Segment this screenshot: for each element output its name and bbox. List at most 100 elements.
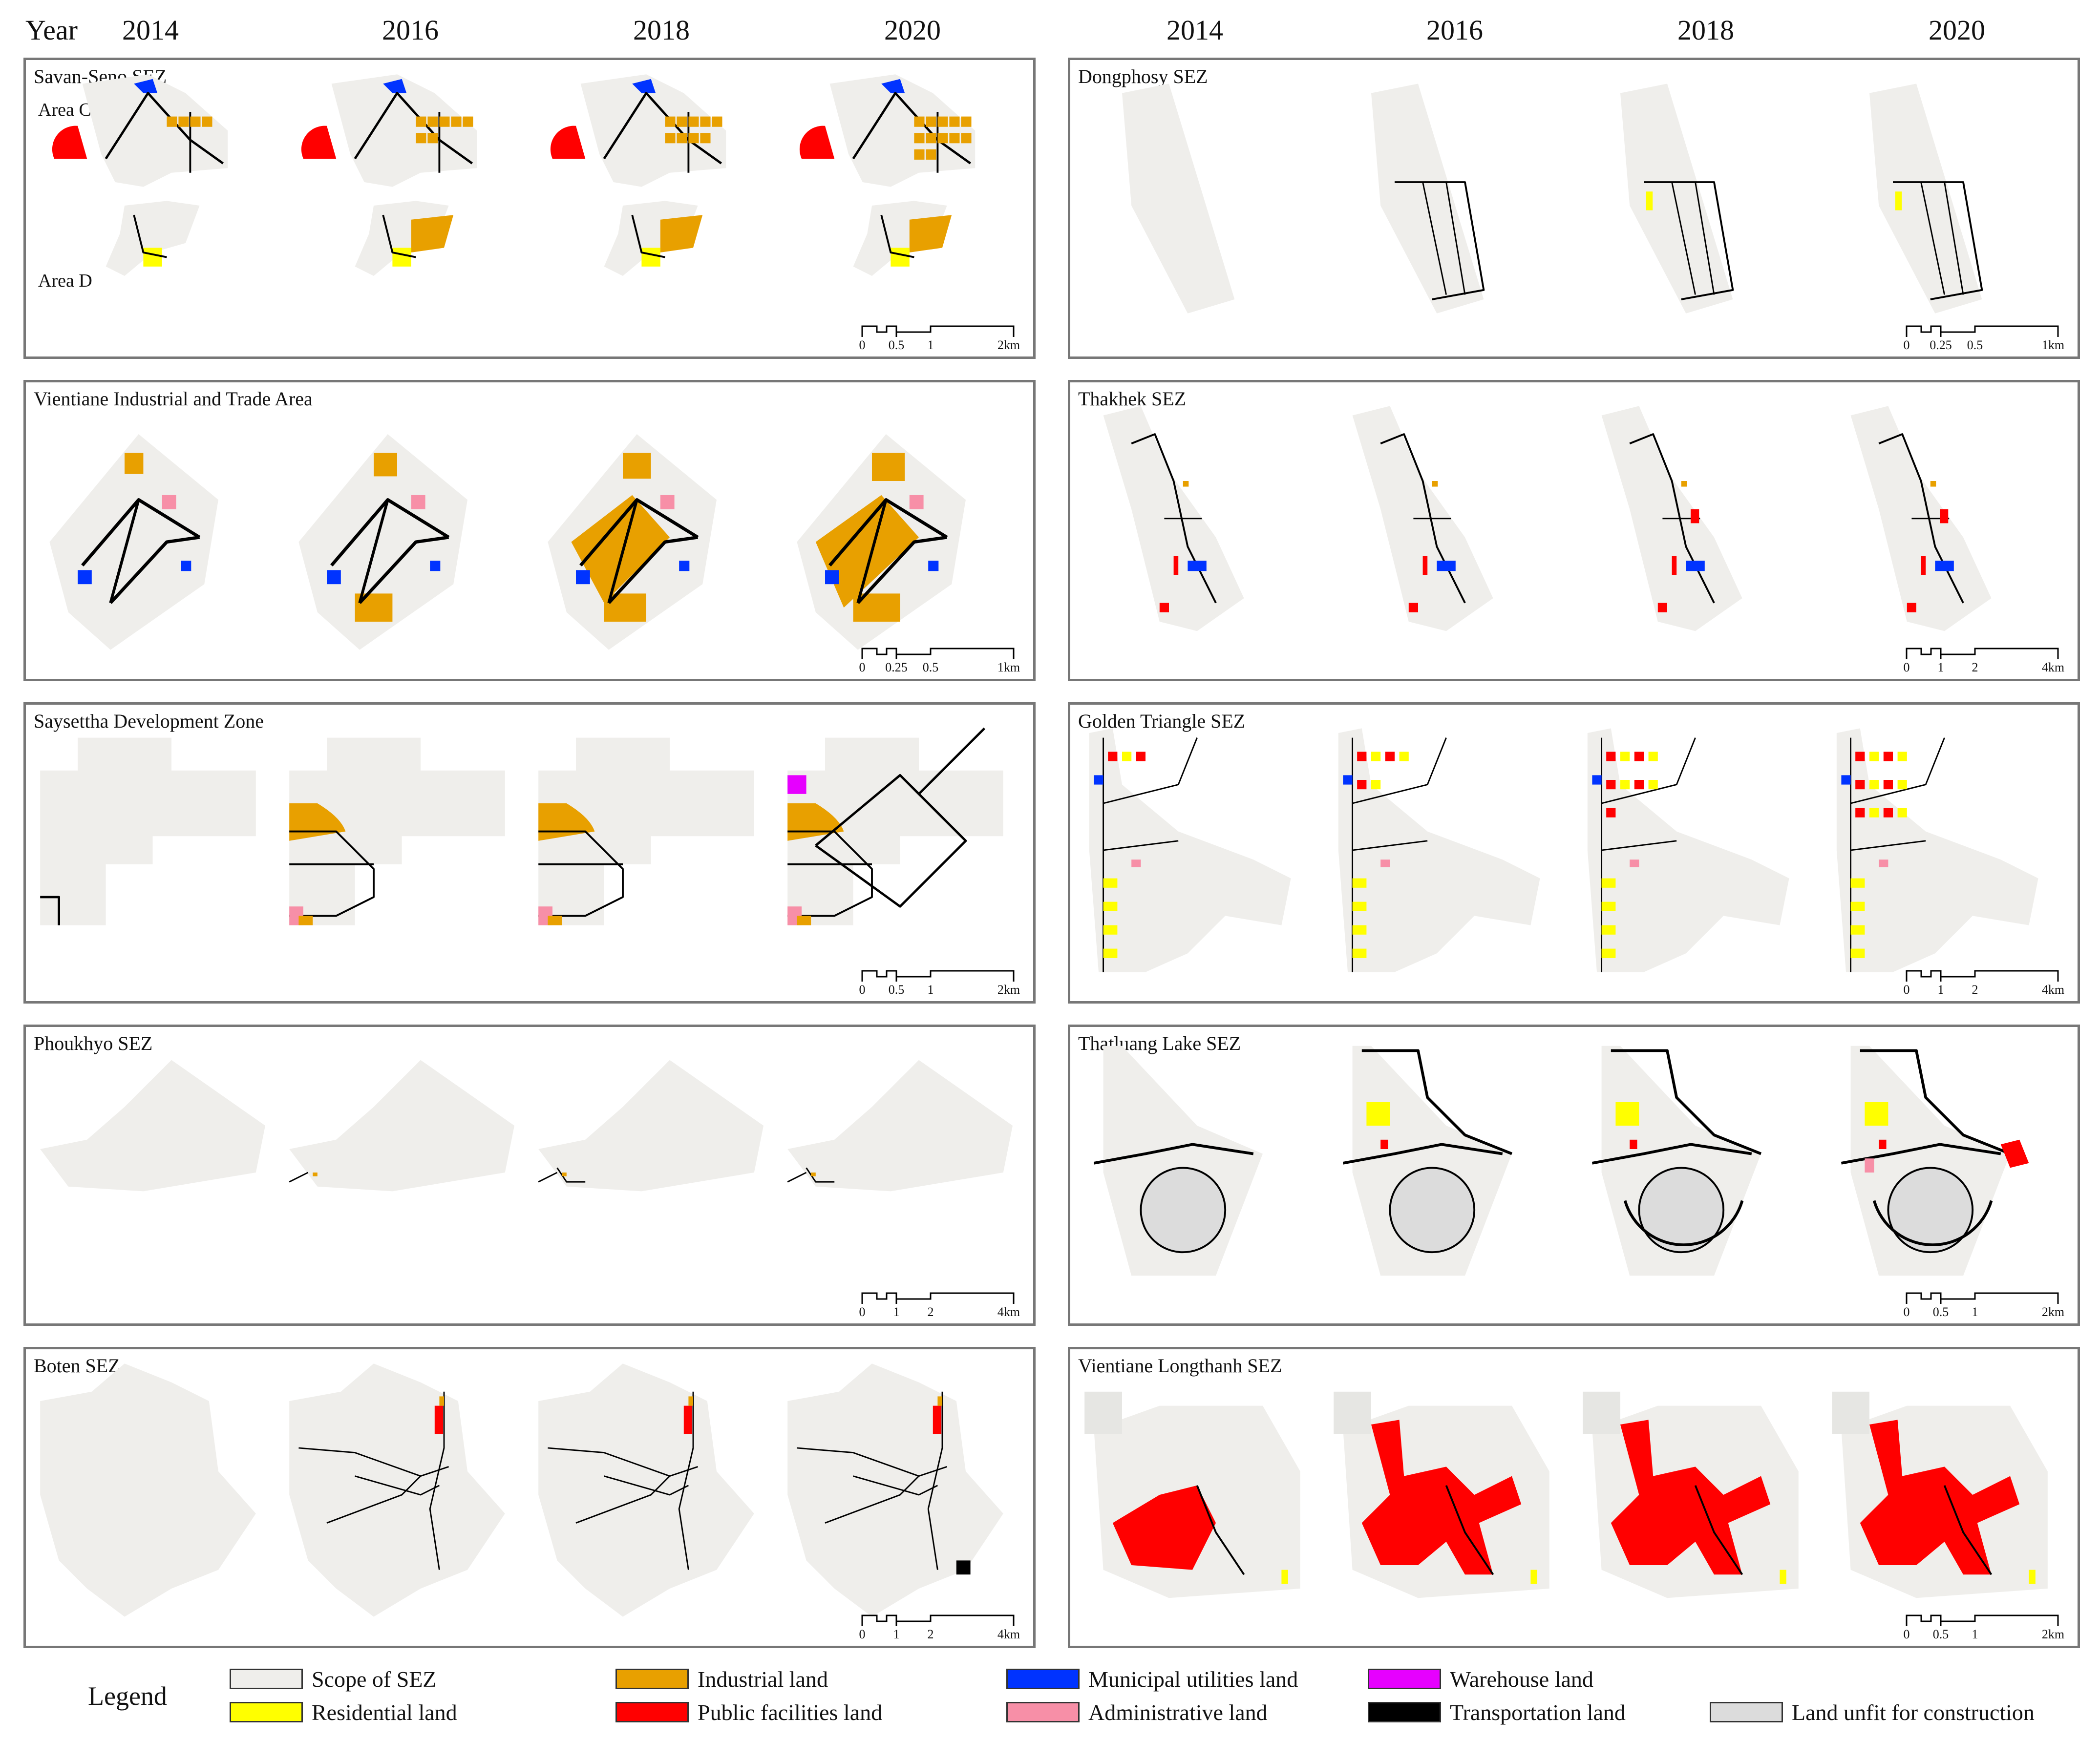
scope: [787, 737, 1003, 925]
road: [797, 1447, 948, 1477]
scope: [40, 737, 256, 925]
panel-title: Golden Triangle SEZ: [1078, 710, 1246, 732]
map-year-2020: [787, 1363, 1003, 1617]
scope: [538, 737, 754, 925]
industrial-block: [677, 116, 687, 127]
land-block: [1606, 752, 1616, 761]
road: [575, 1475, 671, 1524]
residential-block: [1601, 948, 1616, 958]
residential-block: [1103, 925, 1118, 935]
industrial-block: [700, 133, 711, 144]
scale-label: 1: [893, 1627, 900, 1641]
public-block: [1422, 556, 1428, 575]
scale-label: 0.5: [922, 660, 939, 674]
legend-swatch: [230, 1702, 303, 1722]
scale-bar-line: [861, 1614, 1015, 1626]
municipal-block: [1935, 561, 1954, 571]
legend-item-public: Public facilities land: [615, 1697, 882, 1727]
panel-maps: [1084, 1391, 2048, 1598]
municipal-block: [1592, 775, 1602, 785]
panel-maps: [1093, 1046, 2029, 1276]
public-block: [1408, 603, 1418, 612]
scale-label: 0.5: [1932, 1305, 1949, 1319]
land-block: [1648, 752, 1658, 761]
industrial-block: [167, 116, 177, 127]
panel-title: Thakhek SEZ: [1078, 388, 1187, 410]
map-year-2014: [49, 434, 219, 650]
road: [1893, 181, 1983, 300]
road: [1694, 1485, 1743, 1575]
industrial-block: [961, 133, 972, 144]
public-block: [434, 1405, 444, 1434]
map-year-2020: [799, 74, 976, 276]
road: [1671, 182, 1697, 295]
scale-label: 0: [1903, 1305, 1910, 1319]
road: [607, 499, 638, 604]
public-block: [1611, 1420, 1771, 1575]
residential-block: [392, 248, 411, 267]
panel-maps: [52, 74, 976, 276]
legend-swatch: [1368, 1702, 1441, 1722]
residential-block: [1850, 878, 1865, 888]
scale-bar-graphic: [1906, 1614, 2059, 1626]
map-year-2018: [550, 74, 726, 276]
road: [289, 1172, 309, 1183]
industrial-block: [416, 133, 426, 144]
road: [1352, 840, 1428, 851]
map-year-2014: [1103, 406, 1244, 631]
legend-label: Public facilities land: [698, 1699, 883, 1725]
scale-label: 1: [1972, 1305, 1978, 1319]
industrial-block: [1930, 481, 1936, 487]
industrial-block: [313, 1173, 318, 1176]
panel-maps: [40, 1363, 1003, 1617]
industrial-block: [202, 116, 212, 127]
scope: [787, 1363, 1003, 1617]
warehouse-block: [787, 775, 806, 794]
neighbour-land: [1832, 1391, 1869, 1434]
land-block: [1883, 808, 1893, 817]
industrial-block: [660, 215, 703, 252]
residential-block: [1530, 1570, 1537, 1584]
land-block: [1399, 752, 1409, 761]
neighbour-land: [1334, 1391, 1371, 1434]
land-block: [1855, 752, 1865, 761]
road: [355, 1475, 440, 1496]
public-block: [1940, 509, 1949, 524]
land-block: [1606, 808, 1616, 817]
map-year-2020: [1850, 406, 1992, 631]
scale-bar-line: [861, 648, 1015, 659]
road: [133, 214, 167, 258]
scale-label: 0: [1903, 660, 1910, 674]
land-block: [1634, 752, 1644, 761]
road: [1944, 182, 1964, 295]
public-block: [550, 126, 586, 159]
residential-block: [1646, 191, 1653, 210]
road: [631, 214, 665, 258]
scope-area-c: [82, 74, 228, 187]
scale-label: 2: [927, 1627, 934, 1641]
industrial-block: [700, 116, 711, 127]
road: [604, 1475, 689, 1496]
right-year-2020: 2020: [1929, 14, 1985, 46]
municipal-block: [632, 79, 656, 93]
scale-label: 2: [927, 1305, 934, 1319]
industrial-block: [374, 453, 397, 477]
road: [1395, 181, 1485, 300]
scale-bar-graphic: [1906, 970, 2059, 982]
road: [856, 499, 888, 604]
map-year-2014: [1084, 1391, 1300, 1598]
scale-label: 1km: [2041, 338, 2065, 352]
map-year-2020: [787, 727, 1003, 925]
scope: [289, 1060, 514, 1192]
industrial-block: [463, 116, 473, 127]
land-block: [1883, 780, 1893, 790]
scale-label: 0.5: [888, 338, 905, 352]
right-year-2016: 2016: [1426, 14, 1483, 46]
left-year-2014: 2014: [122, 14, 179, 46]
map-year-2016: [301, 74, 477, 276]
